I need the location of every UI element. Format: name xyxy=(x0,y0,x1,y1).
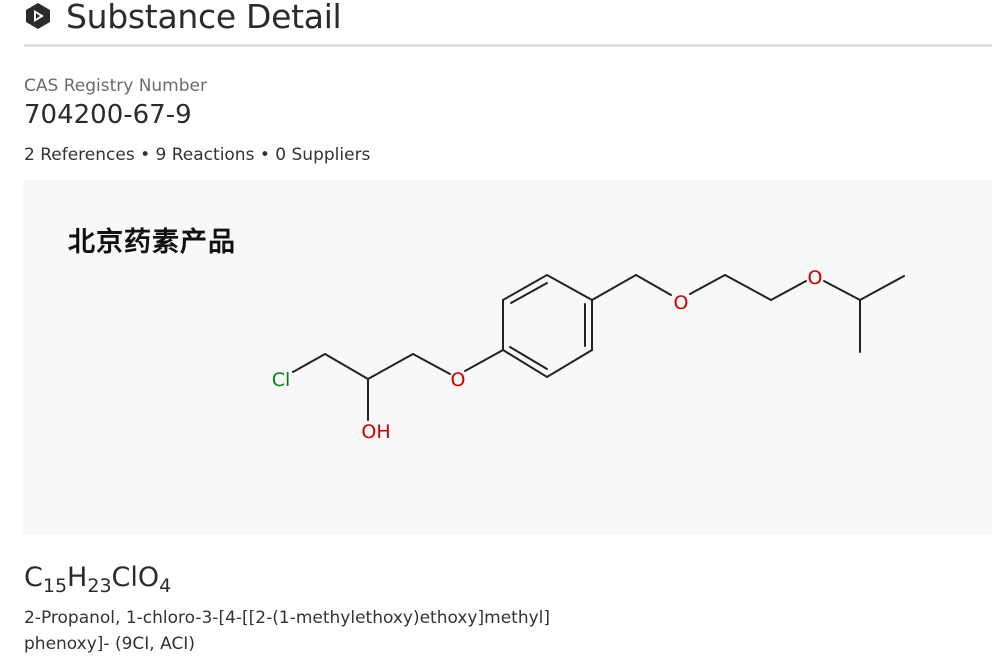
formula-element: ClO xyxy=(111,562,160,593)
bond xyxy=(591,274,637,301)
bond xyxy=(367,353,414,380)
chlorine-atom-label: Cl xyxy=(272,369,291,391)
oxygen-atom-label: O xyxy=(808,267,823,289)
bond xyxy=(823,280,861,301)
bond xyxy=(770,280,807,301)
structure-diagram: Cl OH O O O xyxy=(272,267,905,443)
counts-summary: 2 References • 9 Reactions • 0 Suppliers xyxy=(24,145,370,165)
header-divider xyxy=(24,44,992,47)
benzene-ring xyxy=(502,273,593,379)
bond xyxy=(412,353,451,375)
bond xyxy=(324,353,369,380)
structure-panel[interactable]: 北京药素产品 xyxy=(23,180,992,535)
substance-logo-icon xyxy=(26,3,50,29)
chemical-name-line: 2-Propanol, 1-chloro-3-[4-[[2-(1-methyle… xyxy=(24,608,551,628)
bond xyxy=(292,353,326,373)
reactions-count[interactable]: 9 Reactions xyxy=(155,145,255,165)
bond xyxy=(635,274,672,296)
oxygen-atom-label: O xyxy=(674,292,689,314)
bond xyxy=(859,275,905,301)
chemical-name-line: phenoxy]- (9CI, ACI) xyxy=(24,634,195,654)
cas-label: CAS Registry Number xyxy=(24,76,207,96)
formula-element: C xyxy=(24,562,43,593)
suppliers-count[interactable]: 0 Suppliers xyxy=(275,145,371,165)
page-title: Substance Detail xyxy=(66,0,342,36)
references-count[interactable]: 2 References xyxy=(24,145,135,165)
count-separator: • xyxy=(254,145,276,165)
formula-count: 23 xyxy=(87,575,112,597)
aromatic-bond xyxy=(509,346,548,370)
cas-number: 704200-67-9 xyxy=(24,100,192,130)
hydroxyl-atom-label: OH xyxy=(361,421,390,443)
bond xyxy=(724,274,772,301)
aromatic-bond xyxy=(510,282,548,304)
formula-count: 15 xyxy=(42,575,68,597)
bond xyxy=(689,274,726,295)
chemical-name: 2-Propanol, 1-chloro-3-[4-[[2-(1-methyle… xyxy=(24,605,584,657)
bonds xyxy=(292,273,905,421)
page-header: Substance Detail xyxy=(24,0,342,38)
bond xyxy=(464,349,504,372)
molecular-formula: C15H23ClO4 xyxy=(24,562,171,596)
formula-element: H xyxy=(67,562,88,593)
formula-count: 4 xyxy=(159,575,172,597)
count-separator: • xyxy=(134,145,156,165)
oxygen-atom-label: O xyxy=(451,369,466,391)
watermark-text: 北京药素产品 xyxy=(68,227,236,258)
